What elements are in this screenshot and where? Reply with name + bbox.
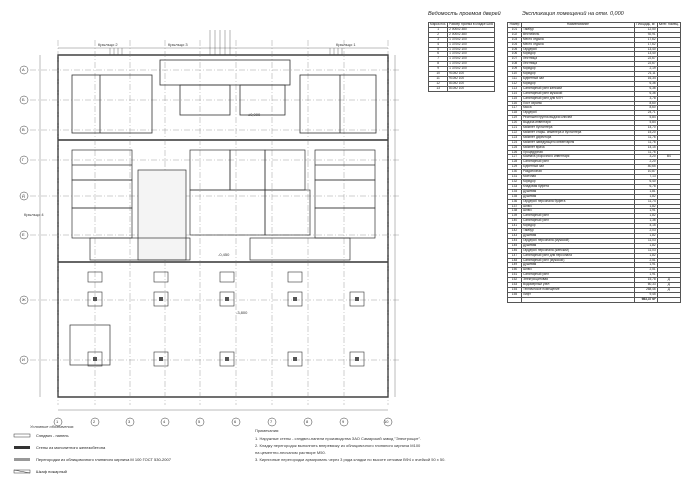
grid-col-label: 1 — [56, 419, 59, 424]
grid-col-label: 10 — [384, 419, 389, 424]
grid-row-label: И — [22, 357, 25, 362]
top-rooms — [71, 59, 377, 134]
column-header: Катег. помещ. — [656, 22, 681, 28]
legend-item: Сэндвич - панель — [36, 433, 69, 438]
rooms-table: Номер Наименование Площадь, м² Катег. по… — [507, 22, 681, 303]
building-outline — [57, 54, 389, 398]
grid-row-label: А — [22, 67, 25, 72]
grid-row-label: В — [22, 127, 25, 132]
notes-line: 2. Кладку перегородок выполнять вперевяз… — [255, 443, 421, 448]
columns — [87, 271, 365, 367]
notes-title: Примечания: — [255, 428, 280, 433]
openings-table-title: Ведомость проемов дверей — [428, 11, 501, 17]
legend-swatches — [13, 433, 31, 474]
grid-row-label: Е — [22, 232, 25, 237]
grid-col-label: 2 — [93, 419, 96, 424]
grid-axes — [30, 40, 400, 405]
grid-col-label: 6 — [234, 419, 237, 424]
table-cell — [520, 296, 635, 303]
technical-room — [69, 324, 111, 366]
legend-item: Перегородки из облицовочного глиняного к… — [36, 457, 171, 462]
column-cores — [93, 297, 359, 361]
notes-line: 1. Наружные стены - сэндвич-панели произ… — [255, 436, 422, 441]
stair-label: Крыльцо 4 — [24, 212, 44, 217]
grid-col-label: 3 — [128, 419, 131, 424]
grid-col-label: 8 — [306, 419, 309, 424]
entrance-stairs — [109, 30, 343, 55]
grid-col-label: 5 — [198, 419, 201, 424]
elevation-mark: -0,450 — [218, 252, 230, 257]
elevation-mark: -3,800 — [236, 310, 248, 315]
grid-col-label: 7 — [270, 419, 273, 424]
grid-col-label: 9 — [342, 419, 345, 424]
legend-item: Стены из монолитного железобетона — [36, 445, 106, 450]
stair-label: Крыльцо 3 — [168, 42, 188, 47]
grid-row-label: Б — [22, 97, 25, 102]
table-cell: 810x2 100 — [447, 85, 496, 92]
legend-item: Шкаф пожарный — [36, 469, 67, 474]
table-cell: 13 — [427, 85, 449, 92]
notes-line: 3. Кирпичные перегородки армировать чере… — [255, 457, 446, 462]
grid-row-label: Ж — [22, 297, 26, 302]
elevation-mark: ±0,000 — [248, 112, 261, 117]
stair-label: Крыльцо 2 — [98, 42, 118, 47]
stair-label: Крыльцо 1 — [336, 42, 356, 47]
table-cell — [507, 296, 522, 303]
grid-row-label: Д — [22, 193, 25, 198]
middle-rooms — [71, 149, 376, 261]
table-cell — [656, 296, 681, 303]
axis-bubbles-bottom — [53, 417, 393, 427]
notes-line: на цементно-песчаном растворе М50. — [255, 450, 326, 455]
grid-col-label: 4 — [163, 419, 166, 424]
axis-bubbles-left — [19, 65, 29, 365]
rooms-table-title: Экспликация помещений на отм. 0,000 — [522, 11, 624, 17]
grid-row-label: Г — [22, 157, 25, 162]
dimension-lines — [39, 47, 396, 411]
total-area: 983,37 м² — [633, 296, 658, 303]
table-total-row: 983,37 м² — [507, 296, 681, 303]
legend-title: Условные обозначения: — [30, 424, 75, 429]
